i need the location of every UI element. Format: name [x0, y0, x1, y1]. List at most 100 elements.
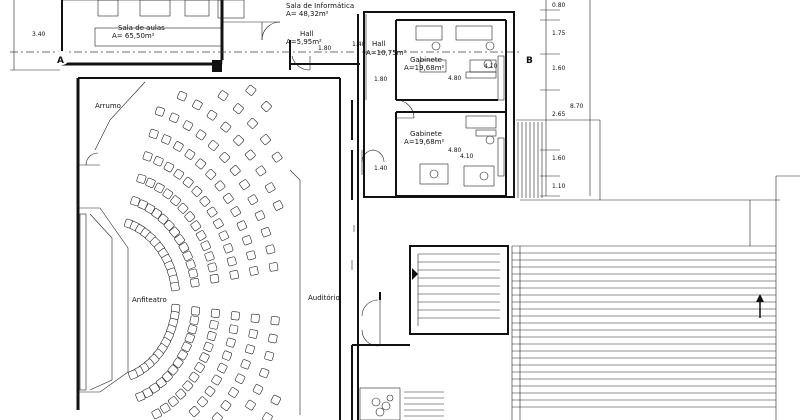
- seat: [232, 103, 244, 115]
- seat: [217, 362, 228, 374]
- seat: [177, 349, 188, 361]
- seat-shape: [217, 90, 229, 101]
- seat-shape: [265, 244, 276, 255]
- seat-shape: [167, 396, 179, 407]
- seat: [268, 333, 278, 344]
- seat-shape: [188, 371, 200, 383]
- gabinete-1-area: A=19,68m²: [404, 64, 445, 72]
- seat: [252, 384, 264, 395]
- seat-shape: [260, 227, 271, 238]
- seat-shape: [191, 186, 203, 197]
- seat-shape: [167, 364, 179, 376]
- seat: [259, 367, 270, 379]
- seat-shape: [206, 206, 218, 218]
- seat-shape: [268, 262, 279, 272]
- seat: [151, 408, 162, 419]
- seat: [151, 208, 162, 219]
- seat-shape: [249, 266, 259, 276]
- seat-shape: [219, 152, 231, 163]
- seat-shape: [127, 369, 139, 380]
- seat-shape: [174, 234, 185, 245]
- seat-shape: [217, 362, 228, 374]
- seat-shape: [161, 134, 172, 145]
- seat-shape: [221, 350, 233, 361]
- sala-aulas-name: Sala de aulas: [118, 24, 165, 32]
- seat: [211, 412, 223, 420]
- seat-shape: [244, 149, 256, 161]
- seat: [206, 206, 218, 218]
- informatics-walls: [222, 21, 360, 71]
- arrumo-label: Arrumo: [95, 102, 121, 110]
- svg-text:3.40: 3.40: [32, 31, 46, 38]
- seat-shape: [213, 218, 224, 229]
- seat-shape: [220, 121, 232, 133]
- seat-shape: [192, 99, 203, 111]
- seat-shape: [151, 408, 162, 419]
- seat-shape: [169, 112, 180, 123]
- seat: [261, 101, 272, 112]
- dim-410-a: 4.10: [484, 63, 498, 70]
- seat: [223, 243, 234, 254]
- seat: [270, 394, 281, 406]
- seat: [210, 308, 220, 318]
- seat: [148, 128, 159, 139]
- office-walls: [363, 11, 515, 198]
- seat-shape: [145, 177, 156, 188]
- dim-160-b: 1.60: [552, 155, 566, 162]
- seat: [189, 315, 200, 325]
- seat: [195, 158, 207, 170]
- seat-shape: [154, 106, 165, 117]
- seat: [161, 134, 172, 145]
- seat-shape: [252, 384, 264, 395]
- seat-shape: [262, 412, 273, 420]
- seat-shape: [270, 316, 280, 326]
- seat: [153, 156, 164, 167]
- seat-shape: [232, 103, 244, 115]
- seat-shape: [190, 278, 200, 288]
- seat-shape: [163, 161, 175, 173]
- seat-shape: [172, 357, 184, 369]
- auditorium-seating: [124, 84, 284, 420]
- seat: [262, 412, 273, 420]
- seat-shape: [246, 250, 256, 261]
- seat-shape: [245, 399, 256, 411]
- plant-decoration: [371, 394, 394, 417]
- seat: [195, 129, 207, 141]
- seat: [142, 151, 153, 162]
- seat: [161, 371, 173, 383]
- seat-shape: [250, 313, 260, 323]
- seat-shape: [185, 259, 196, 270]
- seat-shape: [210, 308, 220, 318]
- exterior-ramp: [511, 119, 800, 420]
- auditorio-label: Auditório: [308, 294, 340, 302]
- seat-shape: [173, 141, 184, 152]
- seat-shape: [228, 387, 239, 398]
- seat: [145, 177, 156, 188]
- gabinete-1-name: Gabinete: [410, 56, 442, 64]
- seat-shape: [247, 118, 258, 129]
- seat-shape: [154, 182, 165, 194]
- seat-shape: [264, 351, 275, 361]
- seat: [234, 373, 246, 384]
- seat: [213, 218, 224, 229]
- seat: [270, 316, 280, 326]
- seat-shape: [181, 341, 192, 352]
- anfiteatro-label: Anfiteatro: [132, 296, 167, 304]
- seat: [167, 396, 179, 407]
- seat-shape: [204, 251, 215, 262]
- seat-shape: [271, 151, 283, 163]
- dim-480-a: 4.80: [448, 75, 462, 82]
- seat: [199, 352, 210, 363]
- seat-shape: [218, 230, 229, 241]
- seat-shape: [157, 213, 169, 225]
- seat: [177, 202, 189, 214]
- seat-shape: [209, 320, 219, 330]
- seat-shape: [229, 270, 239, 280]
- seat: [247, 118, 258, 129]
- hall-main-name: Hall: [372, 40, 385, 48]
- seat: [220, 400, 232, 411]
- seat-shape: [199, 352, 210, 363]
- seat: [230, 206, 241, 217]
- seat: [205, 169, 217, 180]
- seat: [206, 331, 217, 341]
